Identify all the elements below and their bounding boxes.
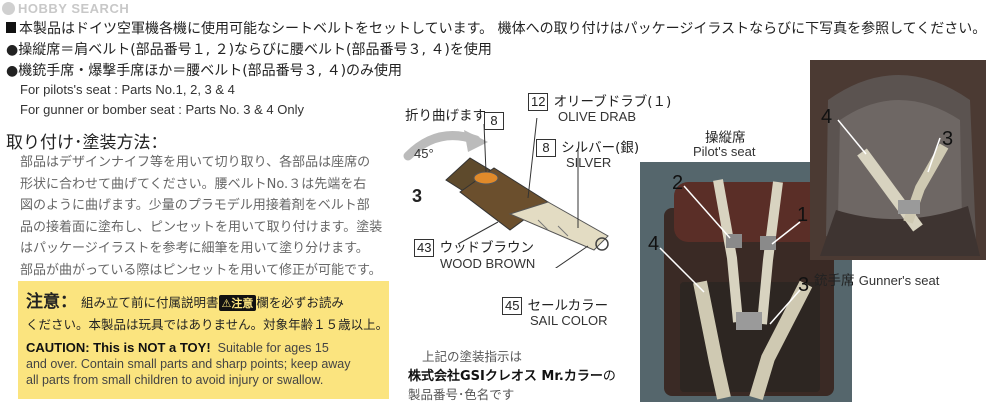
method-line: 部品が曲がっている際はピンセットを用いて修正が可能です。 (20, 262, 382, 278)
pilot-title-en: Pilot's seat (693, 144, 756, 159)
gunner-caption: 銃手席 Gunner's seat (814, 273, 940, 289)
caution-box: 注意： 組み立て前に付属説明書⚠注意欄を必ずお読み ください。本製品は玩具ではあ… (18, 281, 389, 399)
leader-line (527, 118, 538, 199)
belt-strap (508, 201, 609, 251)
hobbysearch-logo-icon (2, 2, 15, 15)
belt-ring (595, 237, 609, 251)
caution-jp-1b: 欄を必ずお読み (256, 295, 344, 310)
method-line: 形状に合わせて曲げてください。腰ベルトNo.３は先端を右 (20, 176, 367, 192)
method-text: 部品はデザインナイフ等を用いて切り取り、各部品は座席の 形状に合わせて曲げてくだ… (20, 152, 392, 281)
fold-label: 折り曲げます (405, 108, 486, 124)
angle-label: 45° (414, 146, 434, 161)
gunner-label-3: 3 (942, 128, 954, 150)
pilot-label-3: 3 (798, 274, 810, 296)
pilot-title-ja: 操縦席 (705, 130, 746, 146)
leader-line (457, 221, 499, 245)
caution-en-2: and over. Contain small parts and sharp … (26, 357, 351, 371)
part-number-label: 3 (412, 186, 423, 206)
pilot-seat-photo (640, 162, 852, 402)
color-callout-silver: 8 シルバー(銀) (536, 136, 639, 157)
caution-en-3: all parts from small children to avoid i… (26, 373, 324, 387)
caution-jp-1: 組み立て前に付属説明書 (80, 295, 219, 310)
caution-row-1: 注意： 組み立て前に付属説明書⚠注意欄を必ずお読み (26, 287, 381, 312)
paint-note-1: 上記の塗装指示は (422, 349, 523, 364)
caution-title: 注意： (26, 292, 77, 312)
intro-en-gunner: For gunner or bomber seat : Parts No. 3 … (20, 102, 304, 117)
strap-stitch (557, 225, 569, 237)
belt-buckle (473, 171, 499, 185)
method-line: 品の接着面に塗布し、ピンセットを用いて取り付けます。塗装 (20, 219, 383, 235)
paint-note-3: 製品番号･色名です (408, 387, 515, 402)
paint-note-2: 株式会社GSIクレオス Mr.カラーの (408, 369, 616, 384)
pilot-label-4: 4 (648, 233, 660, 255)
color-en-sail: SAIL COLOR (530, 313, 608, 328)
intro-line-1: 本製品はドイツ空軍機各機に使用可能なシートベルトをセットしています。 機体への取… (6, 18, 986, 38)
color-en-silver: SILVER (566, 155, 612, 170)
intro-line-2: ●操縦席＝肩ベルト(部品番号１, ２)ならびに腰ベルト(部品番号３, ４)を使用 (6, 42, 492, 58)
belt-tab (445, 157, 491, 195)
caution-chip: ⚠注意 (218, 295, 257, 311)
caution-en-bold: CAUTION: This is NOT a TOY! (26, 340, 211, 355)
fold-code: 8 (484, 112, 504, 130)
method-line: はパッケージイラストを参考に細筆を用いて塗り分けます。 (20, 241, 369, 256)
gunner-seat-photo (810, 60, 986, 260)
color-callout-sail: 45 セールカラー (502, 294, 608, 315)
caution-jp-2: ください。本製品は玩具ではありません。対象年齢１５歳以上。 (26, 317, 389, 332)
strap-stitch (537, 219, 549, 231)
color-callout-olive: 12 オリーブドラブ(１) (528, 90, 671, 111)
method-line: 部品はデザインナイフ等を用いて切り取り、各部品は座席の (20, 155, 371, 170)
intro-en-pilot: For pilots's seat : Parts No.1, 2, 3 & 4 (20, 82, 235, 97)
caution-en-1: CAUTION: This is NOT a TOY! Suitable for… (26, 340, 329, 355)
fold-arrow-head-icon (464, 130, 488, 152)
leader-line (555, 245, 589, 268)
watermark: HOBBY SEARCH (2, 1, 129, 16)
belt-diagram (403, 118, 609, 268)
method-line: 図のように曲げます。少量のプラモデル用接着剤をベルト部 (20, 198, 370, 213)
pilot-label-1: 1 (797, 204, 809, 226)
leader-line (483, 123, 487, 173)
color-en-olive: OLIVE DRAB (558, 109, 637, 124)
gunner-label-4: 4 (821, 106, 833, 128)
method-title: 取り付け･塗装方法： (6, 133, 168, 153)
square-bullet-icon (6, 22, 16, 33)
intro-line-3: ●機銃手席・爆撃手席ほか＝腰ベルト(部品番号３, ４)のみ使用 (6, 63, 403, 79)
pilot-label-2: 2 (672, 172, 684, 194)
color-en-wood: WOOD BROWN (440, 256, 536, 271)
color-callout-wood: 43 ウッドブラウン (414, 236, 534, 257)
fold-code-box: 8 (484, 110, 504, 130)
